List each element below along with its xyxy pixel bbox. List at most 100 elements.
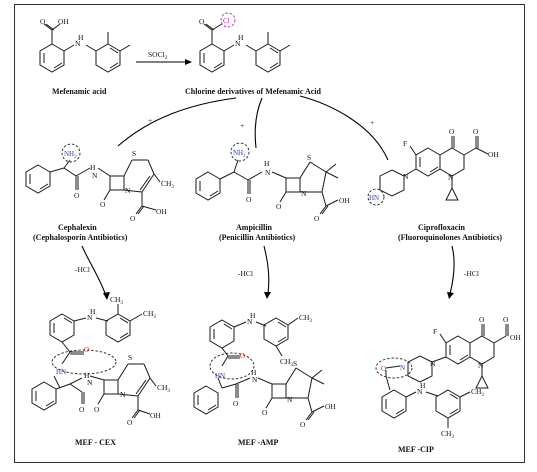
minus-hcl-label: -HCl [75, 265, 90, 274]
atom-n: N [120, 390, 126, 399]
atom-hn: HN [56, 368, 66, 376]
atom-s: S [132, 149, 136, 158]
atom-o: O [94, 405, 100, 414]
label-ampicillin: Ampicillin [236, 223, 273, 232]
atom-ch3: CH3 [143, 309, 156, 320]
amine-highlight-circle [230, 142, 250, 162]
label-cephalexin: Cephalexin [58, 223, 97, 232]
plus-sign: + [370, 118, 374, 127]
atom-h: H [84, 371, 90, 380]
reagent-label: SOCl2 [148, 50, 168, 61]
atom-o: O [314, 214, 320, 223]
atom-o: O [40, 17, 46, 26]
mef-cex-structure [31, 304, 157, 419]
atom-f: F [433, 327, 437, 336]
atom-o: O [262, 408, 268, 417]
atom-o: O [479, 315, 485, 324]
atom-n: N [478, 361, 484, 370]
atom-oh: OH [488, 150, 499, 159]
atom-n: N [430, 359, 436, 368]
atom-n: N [403, 172, 409, 181]
amine-highlight-circle [61, 143, 81, 163]
amine-highlight-circle [367, 188, 385, 206]
atom-nh2: NH2 [64, 150, 77, 160]
atom-h: H [78, 33, 84, 42]
atom-o: O [449, 127, 455, 136]
plus-sign: + [240, 121, 244, 130]
label-cephalexin-class: (Cephalosporin Antibiotics) [33, 233, 128, 242]
atom-oh: OH [510, 333, 521, 342]
atom-o: O [100, 200, 106, 209]
chloride-highlight-circle [220, 12, 236, 28]
atom-s: S [293, 359, 297, 368]
atom-o: O [503, 315, 509, 324]
atom-o: O [233, 399, 239, 408]
plus-sign: + [148, 116, 152, 125]
atom-o: O [276, 202, 282, 211]
atom-ch3: CH3 [161, 179, 174, 190]
arrowhead-hcl [447, 292, 454, 299]
atom-n: N [87, 378, 93, 387]
figure-frame [14, 4, 525, 463]
atom-oh: OH [339, 196, 350, 205]
atom-f: F [403, 139, 407, 148]
atom-n: N [287, 395, 293, 404]
atom-h: H [420, 381, 426, 390]
atom-ch3: CH3 [441, 429, 454, 440]
arrow-hcl-amp [263, 245, 270, 295]
atom-h: H [264, 159, 270, 168]
atom-ch3: CH3 [299, 313, 312, 324]
label-mef-cex: MEF - CEX [75, 438, 116, 447]
arrowhead-hcl [103, 292, 110, 300]
atom-o: O [240, 352, 245, 360]
atom-n: N [252, 375, 258, 384]
arrow-hcl-cip [449, 245, 455, 295]
label-mef-amp: MEF -AMP [238, 438, 278, 447]
atom-n: N [92, 171, 98, 180]
atom-o: O [246, 195, 252, 204]
ciprofloxacin-structure [379, 136, 489, 201]
atom-ch3: CH3 [280, 357, 293, 368]
amide-highlight-ellipse [209, 352, 255, 380]
atom-n: N [87, 313, 93, 322]
atom-s: S [307, 153, 311, 162]
atom-hn: HN [215, 372, 225, 380]
atom-o: O [127, 418, 133, 427]
arrowhead-hcl [264, 292, 271, 299]
mef-cip-structure [381, 324, 509, 428]
atom-oh: OH [58, 17, 69, 26]
atom-oh: OH [150, 411, 161, 420]
atom-n: N [247, 317, 253, 326]
atom-ch3: CH3 [157, 383, 170, 394]
mef-amp-structure [193, 317, 325, 421]
label-ciprofloxacin-class: (Fluoroquinolones Antibiotics) [398, 233, 502, 242]
atom-o: O [381, 365, 386, 373]
atom-n: N [265, 168, 271, 177]
minus-hcl-label: -HCl [238, 269, 253, 278]
curve-to-ampicillin [254, 97, 263, 149]
atom-ch3: CH3 [471, 387, 484, 398]
arrow-hcl-cex [81, 245, 107, 297]
minus-hcl-label: -HCl [464, 269, 479, 278]
atom-o: O [199, 17, 205, 26]
atom-hn: HN [369, 194, 379, 202]
atom-oh: OH [156, 207, 167, 216]
atom-h: H [250, 311, 256, 320]
atom-nh2: NH2 [233, 149, 246, 159]
atom-n: N [125, 186, 131, 195]
atom-n: N [448, 173, 454, 182]
atom-h: H [90, 163, 96, 172]
atom-h: H [251, 368, 257, 377]
curve-to-ciprofloxacin [299, 95, 389, 161]
atom-cl: Cl [223, 17, 230, 25]
atom-n: N [417, 387, 423, 396]
amide-highlight-ellipse [375, 357, 413, 379]
atom-s: S [128, 353, 132, 362]
atom-ch3: CH3 [110, 295, 123, 306]
ampicillin-structure [195, 159, 339, 215]
mefenamic-chloride-structure [199, 23, 291, 73]
atom-h: H [238, 33, 244, 42]
arrowhead-socl2 [185, 59, 192, 65]
